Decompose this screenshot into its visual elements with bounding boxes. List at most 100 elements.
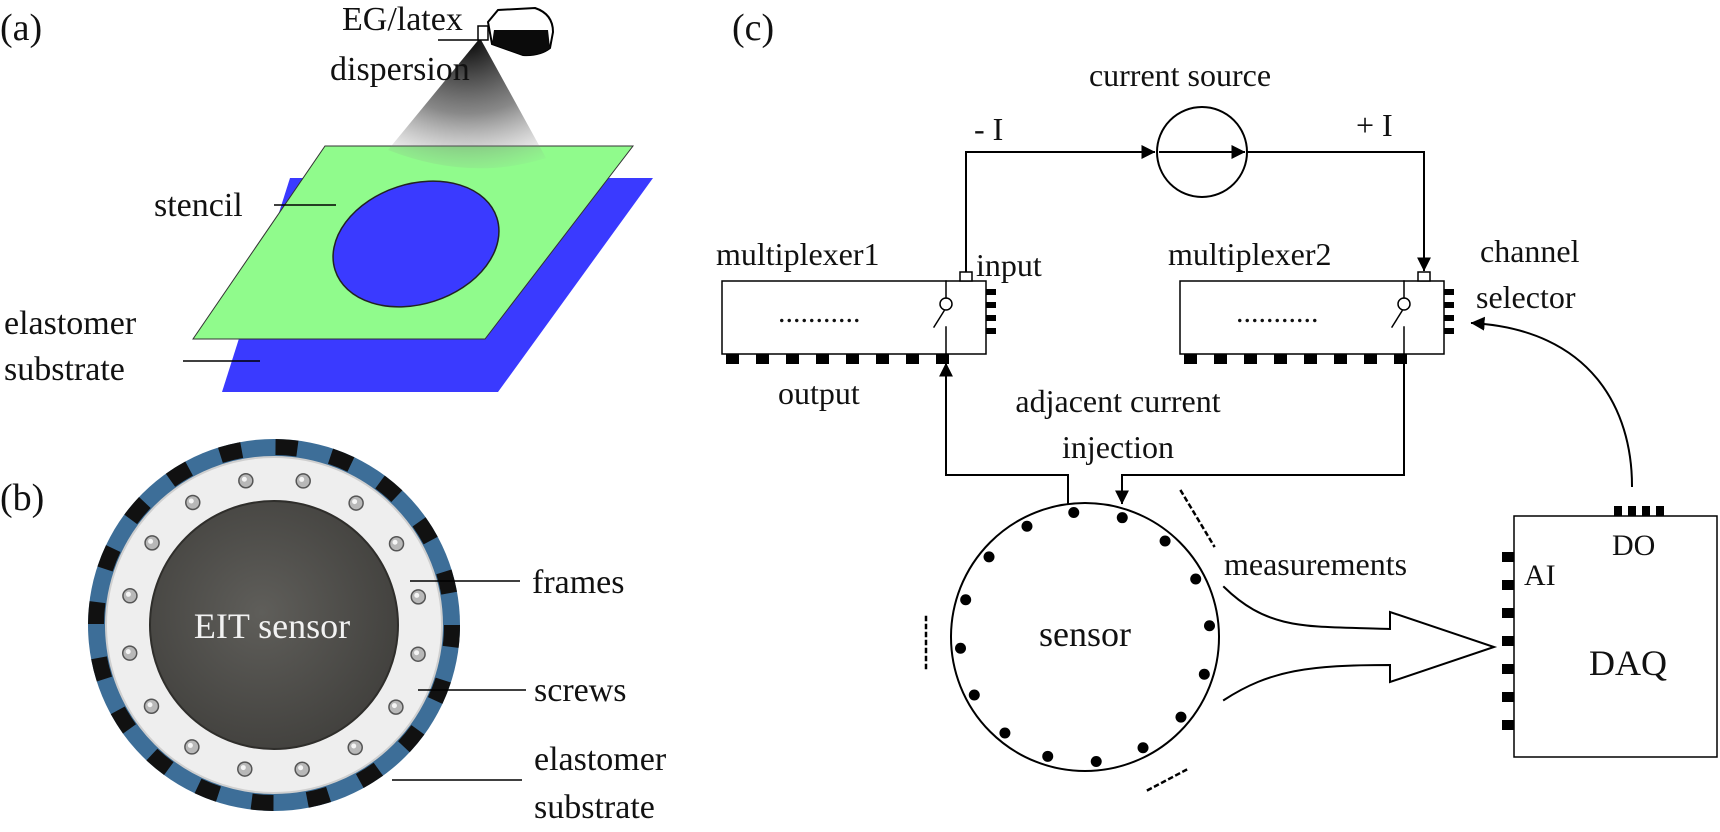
electrode-ellipsis-top [1179,489,1216,548]
screws-label: screws [534,672,627,709]
ai-pin [1502,720,1514,730]
output-pin [1184,354,1197,364]
electrode-dot [1090,755,1102,767]
control-pin [1444,328,1454,334]
output-label: output [778,375,860,411]
spray-bottle-icon [477,6,555,57]
screw-icon [347,739,363,756]
electrode-dot [1021,520,1033,532]
electrode-dot [960,594,972,606]
do-pin [1628,506,1636,516]
screws [121,472,427,778]
electrode-dot [1137,742,1149,754]
minus-i-wire [965,145,1156,273]
channel-selector-line2: selector [1476,279,1576,315]
spray-label-line2: dispersion [330,51,470,88]
screw-highlight [351,743,357,749]
output-pin [1304,354,1317,364]
screw-highlight [299,476,305,482]
sensor-circle [950,502,1220,772]
control-pin [1444,302,1454,308]
injection-label-line1: adjacent current [1015,383,1220,419]
control-pin [986,289,996,295]
daq-pins [1502,506,1664,730]
mux1-injection-wire [939,362,1069,507]
output-pin [726,354,739,364]
ai-label: AI [1524,559,1556,592]
do-pin [1614,506,1622,516]
screw-icon [410,589,427,605]
screw-highlight [241,476,247,482]
screw-icon [295,473,311,489]
output-pin [936,354,949,364]
electrode-dot [1198,668,1210,680]
eit-sensor-surface [149,500,399,750]
electrode-dot [983,551,995,563]
output-pin [756,354,769,364]
plus-i-label: + I [1356,107,1393,143]
do-label: DO [1612,529,1655,562]
multiplexer1-input-pin [959,271,973,282]
electrode-dot [1175,711,1187,723]
sensor-electrodes [955,507,1215,767]
substrate-label-line1: elastomer [4,305,137,342]
multiplexer1: multiplexer1 input ........... output [716,236,1042,411]
minus-i-label: - I [974,111,1003,147]
multiplexer1-switch-blade [932,309,946,329]
electrode-dot [1042,750,1054,762]
screw-highlight [352,499,358,505]
control-pin [986,302,996,308]
output-pin [1244,354,1257,364]
screw-icon [237,761,253,777]
control-pin [1444,289,1454,295]
channel-selector-wire [1470,316,1634,488]
screw-icon [388,536,405,552]
electrode-dot [1203,620,1215,632]
screw-icon [388,699,404,715]
screw-highlight [391,703,397,709]
ai-pin [1502,664,1514,674]
output-pin [846,354,859,364]
spray-cone [388,38,546,169]
screw-highlight [240,765,246,771]
multiplexer2-dots: ........... [1236,296,1319,329]
panel-a: (a) EG/latex dispersion stencil elastome… [0,1,653,392]
electrode-dot [968,689,980,701]
do-pin [1642,506,1650,516]
screw-highlight [298,765,304,771]
screw-icon [184,739,200,755]
screw-icon [238,472,254,489]
electrode-dot [1159,535,1171,547]
sensor-label: sensor [1039,614,1131,654]
output-pin [1394,354,1407,364]
measurements-arrow [1222,585,1498,702]
output-pin [816,354,829,364]
output-pin [876,354,889,364]
substrate-label-line2: substrate [4,351,125,388]
screw-highlight [125,649,131,655]
ai-pin [1502,552,1514,562]
substrate-b-label-line2: substrate [534,789,655,826]
multiplexer2-pins [1184,289,1454,364]
do-pin [1656,506,1664,516]
screw-highlight [187,742,193,748]
electrode-dot [1190,573,1202,585]
output-pin [1364,354,1377,364]
output-pin [1214,354,1227,364]
screw-icon [348,495,364,511]
output-pin [1274,354,1287,364]
screw-icon [185,494,201,511]
ai-pin [1502,580,1514,590]
screw-icon [122,588,138,604]
multiplexer1-pins [726,289,996,364]
screw-icon [144,535,160,551]
ai-pin [1502,608,1514,618]
frame-segments [88,439,460,811]
panel-c-tag: (c) [732,7,774,49]
screw-icon [143,698,160,714]
injection-label-line2: injection [1062,429,1174,465]
electrode-dot [999,727,1011,739]
input-label: input [976,247,1042,283]
screw-highlight [188,498,194,504]
